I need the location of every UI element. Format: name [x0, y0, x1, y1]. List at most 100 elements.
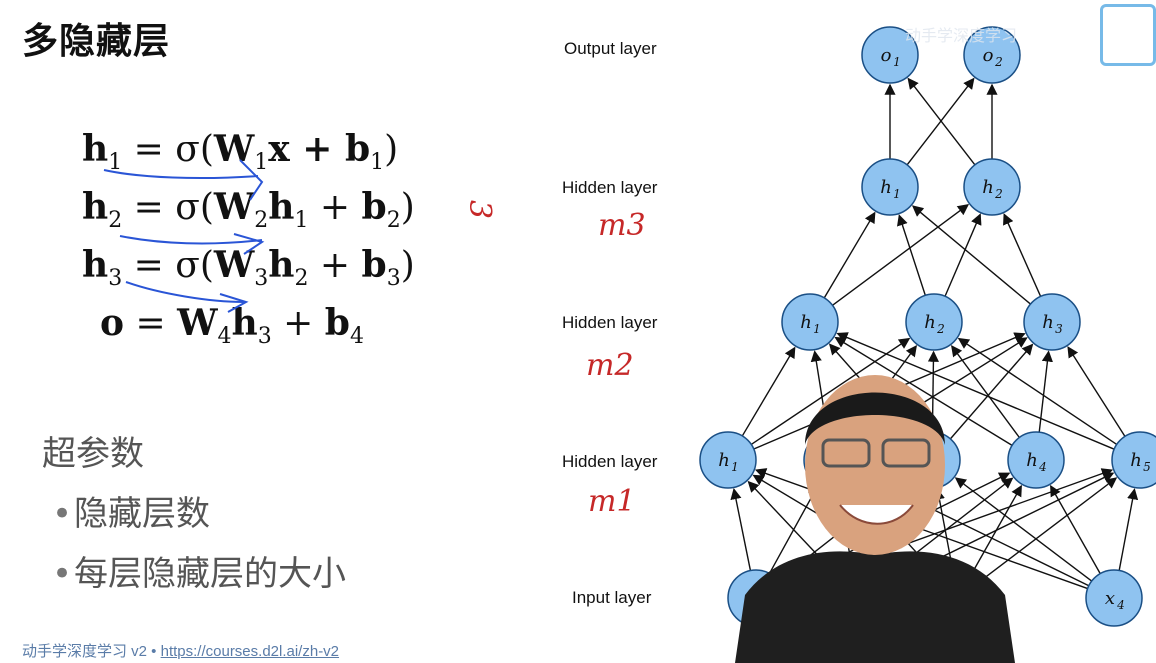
layer-label-output: Output layer	[564, 39, 657, 58]
network-edge	[836, 332, 1115, 450]
network-edge	[907, 77, 976, 166]
node-circle	[861, 26, 919, 84]
network-edge	[949, 343, 1034, 440]
node-subscript: 2	[936, 322, 945, 336]
node-circle	[861, 158, 919, 216]
network-edge	[950, 344, 1020, 438]
bullet-text: 隐藏层数	[74, 494, 210, 534]
eq-op: = σ(	[122, 129, 214, 170]
node-label: h	[718, 450, 730, 471]
handwritten-m3: m3	[598, 208, 646, 243]
annotation-arrow	[119, 235, 263, 245]
annotation-arrow-head	[219, 293, 249, 313]
node-label: h	[982, 177, 994, 198]
presenter-hair	[805, 392, 945, 445]
node-label: h	[800, 312, 812, 333]
eq-sub: 1	[108, 150, 123, 175]
node-circle	[1111, 431, 1156, 489]
network-edge	[1050, 484, 1101, 574]
node-circle	[1085, 569, 1143, 627]
watermark-text: 动手学深度学习	[905, 26, 1018, 45]
eq-op: = σ(	[122, 245, 214, 286]
footer: 动手学深度学习 v2 • https://courses.d2l.ai/zh-v…	[22, 640, 339, 661]
network-edge	[954, 477, 1093, 582]
presenter-glasses	[881, 438, 931, 468]
network-edge	[944, 213, 982, 297]
eq-sub: 3	[254, 266, 269, 291]
network-edge	[750, 337, 911, 445]
eq-op: =	[124, 303, 178, 344]
node-subscript: 3	[1055, 322, 1063, 336]
eq-symbol: W	[213, 128, 255, 170]
node-subscript: 1	[731, 460, 739, 474]
network-edge	[823, 211, 876, 299]
network-edge	[832, 204, 970, 306]
network-edge	[741, 346, 796, 437]
annotation-arrow-head	[239, 159, 264, 201]
network-edge	[834, 336, 1013, 447]
node-circle	[1007, 431, 1065, 489]
node-label: x	[1105, 588, 1115, 609]
eq-symbol: b	[361, 244, 387, 286]
handwritten-m1: m1	[588, 484, 636, 519]
node-subscript: 4	[1038, 460, 1047, 474]
node-circle	[1023, 293, 1081, 351]
equation-2: h2 = σ(W2h1 + b2)	[82, 186, 415, 233]
node-circle	[699, 431, 757, 489]
node-label: h	[880, 177, 892, 198]
eq-op: = σ(	[122, 187, 214, 228]
node-subscript: 1	[893, 187, 901, 201]
network-edge	[1118, 488, 1139, 571]
eq-op: )	[400, 245, 415, 286]
bullet-dot-icon: •	[52, 494, 73, 534]
eq-symbol: b	[324, 302, 350, 344]
equation-3: h3 = σ(W3h2 + b3)	[82, 244, 415, 291]
presenter-video	[735, 375, 1015, 663]
network-edge	[979, 477, 1118, 582]
bullet-text: 每层隐藏层的大小	[74, 554, 346, 594]
node-label: o	[881, 45, 892, 66]
network-edge	[971, 484, 1022, 574]
eq-sub: 2	[108, 208, 123, 233]
eq-op: +	[308, 245, 362, 286]
eq-symbol: W	[177, 302, 218, 344]
eq-sub: 4	[217, 324, 232, 349]
node-subscript: 1	[893, 55, 901, 69]
bullet-item: •隐藏层数	[52, 486, 210, 535]
footer-link[interactable]: https://courses.d2l.ai/zh-v2	[160, 643, 340, 660]
eq-op: +	[271, 303, 325, 344]
network-edge	[1003, 213, 1042, 297]
hyperparams-title: 超参数	[42, 434, 144, 474]
network-edge	[1067, 346, 1126, 437]
node-circle	[963, 158, 1021, 216]
eq-symbol: b	[345, 128, 371, 170]
eq-symbol: h	[268, 244, 295, 286]
annotation-arrow	[103, 169, 259, 179]
node-subscript: 1	[813, 322, 821, 336]
eq-sub: 2	[294, 266, 309, 291]
eq-symbol: h	[82, 244, 109, 286]
node-subscript: 4	[1116, 598, 1125, 612]
handwritten-side-note: 3	[462, 199, 498, 220]
layer-label-hidden-3: Hidden layer	[562, 178, 658, 197]
network-edge	[730, 488, 752, 571]
eq-op: )	[384, 129, 399, 170]
network-edge	[957, 337, 1118, 445]
node-subscript: 2	[994, 55, 1003, 69]
node-circle	[905, 293, 963, 351]
node-label: h	[924, 312, 936, 333]
node-label: h	[1026, 450, 1038, 471]
node-subscript: 2	[994, 187, 1003, 201]
eq-sub: 3	[386, 266, 401, 291]
eq-sub: 2	[254, 208, 269, 233]
presenter-smile	[839, 504, 914, 525]
node-circle	[781, 293, 839, 351]
eq-symbol: h	[82, 128, 109, 170]
